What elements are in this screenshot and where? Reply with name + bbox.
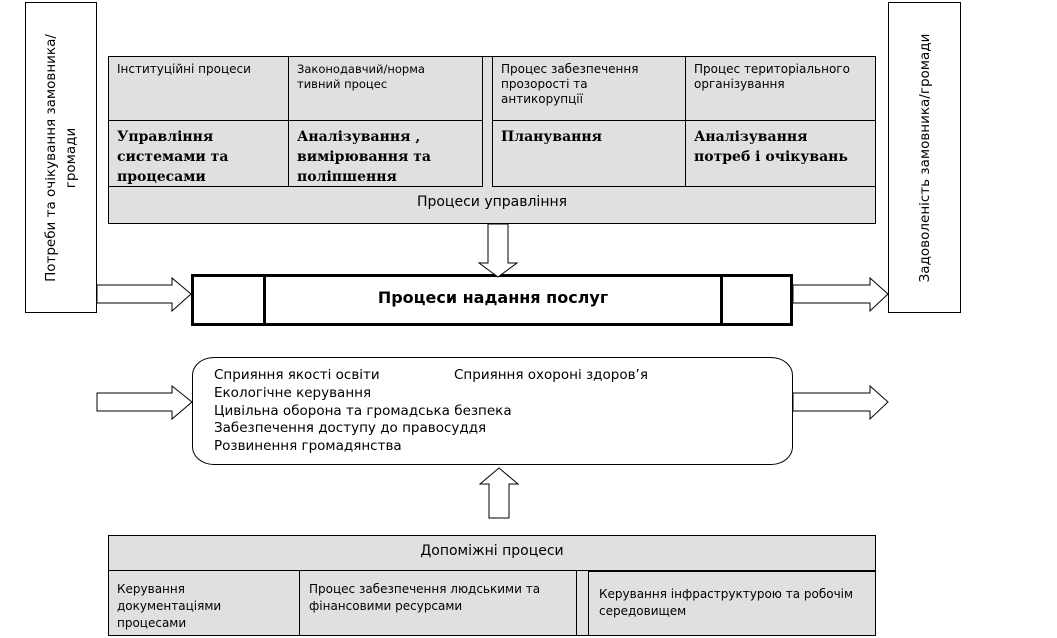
- support-title: Допоміжні процеси: [420, 543, 564, 559]
- support-item-documentation: Керування документаціями процесами: [109, 571, 300, 635]
- customer-satisfaction-label: Задоволеність замовника/громади: [916, 33, 933, 282]
- management-title: Процеси управління: [416, 194, 568, 210]
- arrow-right-satisfaction: [792, 276, 889, 313]
- header-transparency: Процес забезпечення прозорості та антико…: [501, 62, 639, 106]
- service-areas-box: [192, 357, 793, 465]
- service-delivery-box: Процеси надання послуг: [191, 274, 793, 326]
- header-institutional: Інституційні процеси: [117, 62, 251, 76]
- area-health: Сприяння охороні здоров’я: [454, 367, 648, 383]
- header-territorial: Процес територіального організування: [694, 62, 850, 91]
- support-item-resources: Процес забезпечення людськими та фінансо…: [301, 571, 577, 635]
- arrow-right-areas-in: [96, 384, 193, 421]
- body-system-management: Управління системами та процесами: [117, 129, 229, 185]
- arrow-down-management: [477, 223, 519, 278]
- support-processes-block: [108, 535, 876, 636]
- arrow-up-support: [478, 467, 520, 519]
- support-item-infrastructure: Керування інфраструктурою та робочім сер…: [588, 571, 875, 635]
- area-civil-defense: Цивільна оборона та громадська безпека: [214, 403, 512, 419]
- body-planning: Планування: [501, 129, 603, 145]
- arrow-right-needs: [96, 276, 192, 313]
- body-analysis-improvement: Аналізування , вимірювання та поліпшення: [297, 129, 431, 185]
- area-justice: Забезпечення доступу до правосуддя: [214, 420, 487, 436]
- customer-needs-label: Потреби та очікування замовника/громади: [43, 33, 79, 282]
- management-group-left: Інституційні процеси Законодавчий/нормат…: [108, 56, 483, 187]
- area-education: Сприяння якості освіти: [214, 367, 380, 383]
- header-legislative: Законодавчий/нормативний процес: [297, 62, 425, 91]
- area-citizenship: Розвинення громадянства: [214, 438, 402, 454]
- area-ecology: Екологічне керування: [214, 385, 372, 401]
- customer-needs-panel: Потреби та очікування замовника/громади: [25, 2, 97, 313]
- body-needs-analysis: Аналізування потреб і очікувань: [694, 129, 848, 165]
- arrow-right-areas-out: [792, 384, 889, 421]
- management-group-right: Процес забезпечення прозорості та антико…: [492, 56, 876, 187]
- service-delivery-title: Процеси надання послуг: [377, 287, 609, 307]
- customer-satisfaction-panel: Задоволеність замовника/громади: [888, 2, 961, 313]
